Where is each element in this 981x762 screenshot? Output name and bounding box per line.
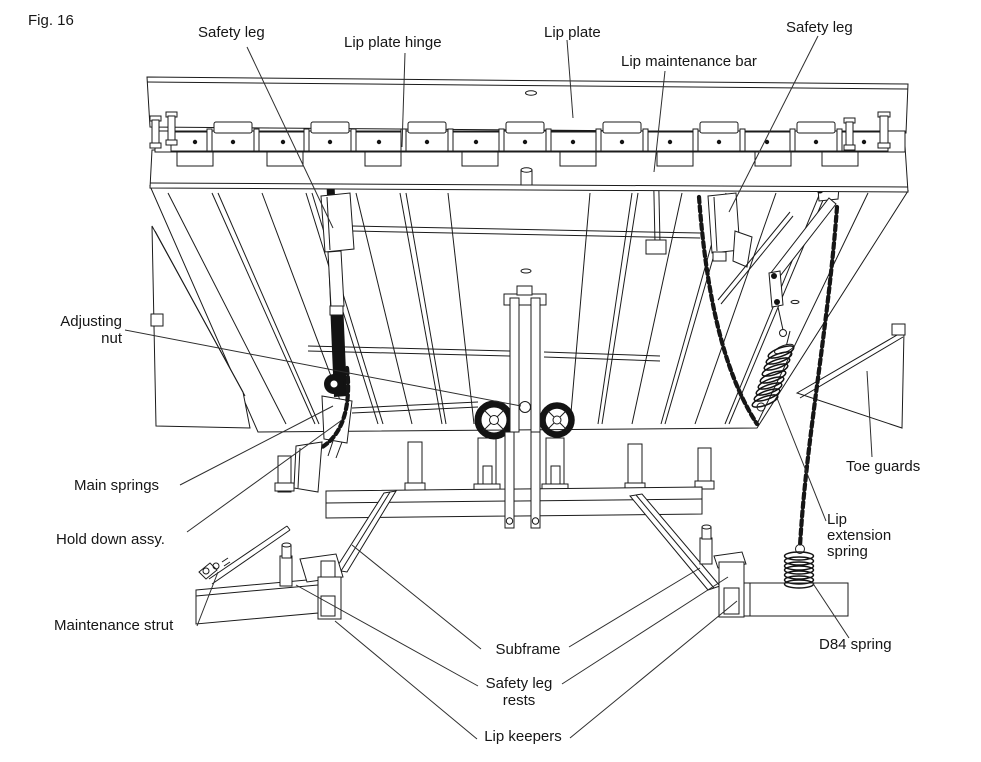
leader-main-springs xyxy=(179,405,334,486)
leader-subframe-right xyxy=(568,567,701,648)
leader-adjusting-nut xyxy=(124,329,522,407)
leader-lines xyxy=(124,35,873,740)
label-adjusting-nut: Adjusting nut xyxy=(60,313,122,347)
label-lip-plate: Lip plate xyxy=(544,24,601,41)
leader-subframe-left xyxy=(351,544,482,650)
lip-plate-part xyxy=(146,76,909,134)
label-safety-leg-right: Safety leg xyxy=(786,19,853,36)
safety-leg-right-part xyxy=(707,192,753,268)
lip-keeper-left xyxy=(299,553,344,620)
leader-safety-leg-rests-left xyxy=(295,584,479,687)
label-maintenance-strut: Maintenance strut xyxy=(54,617,174,634)
leader-d84-spring xyxy=(811,581,850,639)
lip-chain xyxy=(696,194,760,427)
hinge-end-bracket-right xyxy=(843,111,891,151)
subframe xyxy=(195,437,849,625)
label-toe-guards: Toe guards xyxy=(846,458,921,475)
figure-title: Fig. 16 xyxy=(28,12,74,29)
toe-guard-left xyxy=(150,225,251,429)
deck-front-band xyxy=(149,145,909,193)
label-main-springs: Main springs xyxy=(74,477,160,494)
leader-safety-leg-right xyxy=(728,35,819,213)
label-subframe: Subframe xyxy=(495,641,561,658)
label-safety-leg-left: Safety leg xyxy=(198,24,265,41)
lip-keeper-right xyxy=(713,551,747,618)
leader-hold-down-assy xyxy=(186,419,343,533)
label-lip-keepers: Lip keepers xyxy=(484,728,562,745)
safety-leg-rest-left xyxy=(279,542,293,587)
leader-lip-plate-hinge xyxy=(401,52,406,148)
leader-lip-maintenance-bar xyxy=(653,70,666,173)
leader-lip-keepers-right xyxy=(569,600,738,739)
lip-plate-hinge-row xyxy=(149,111,906,153)
leader-maintenance-strut xyxy=(196,571,219,627)
label-lip-maintenance-bar: Lip maintenance bar xyxy=(621,53,757,70)
label-d84-spring: D84 spring xyxy=(819,636,892,653)
hinge-end-bracket-left xyxy=(149,111,178,149)
adjusting-nut-part xyxy=(519,401,531,413)
d84-chain xyxy=(797,204,840,549)
safety-leg-rest-right xyxy=(699,524,713,565)
leader-lip-keepers-left xyxy=(334,620,478,740)
leader-lip-plate xyxy=(566,39,574,119)
label-lip-plate-hinge: Lip plate hinge xyxy=(344,34,442,51)
label-hold-down-assy: Hold down assy. xyxy=(56,531,165,548)
leader-lip-extension-spring xyxy=(776,397,827,522)
safety-leg-left-part xyxy=(320,192,355,316)
maintenance-strut-part xyxy=(198,525,291,585)
lip-extension-spring-part xyxy=(751,330,795,412)
label-safety-leg-rests: Safety leg rests xyxy=(485,675,553,709)
deck-underside xyxy=(149,185,909,433)
leader-safety-leg-rests-right xyxy=(561,576,729,685)
label-lip-extension-spring: Lip extension spring xyxy=(827,511,892,560)
center-lift-assembly xyxy=(351,285,575,529)
d84-spring-part xyxy=(783,544,815,589)
leader-safety-leg-left xyxy=(246,46,334,229)
leader-toe-guards xyxy=(866,370,873,458)
